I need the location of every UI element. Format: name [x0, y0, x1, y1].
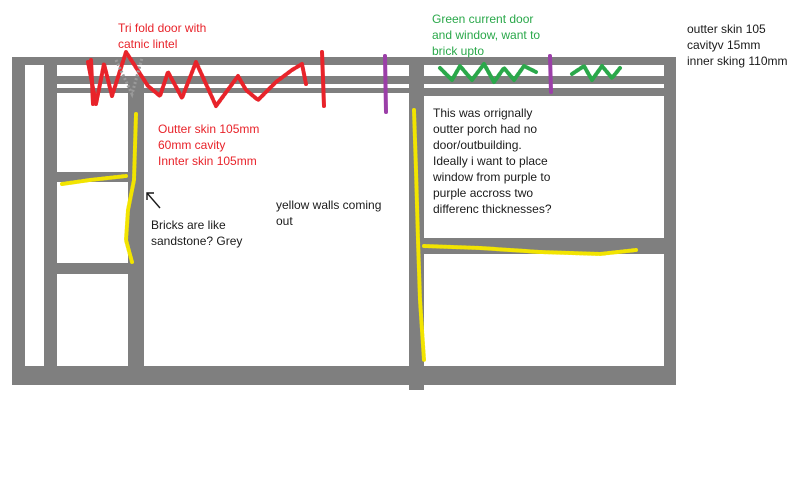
yellow-walls [60, 108, 638, 362]
purple-markers [383, 54, 553, 114]
red-zigzag [86, 50, 308, 108]
top-inner-wall [44, 76, 676, 84]
green-zigzag-left [438, 62, 538, 84]
yellow-wall-center [412, 108, 426, 362]
bricks-note: Bricks are like sandstone? Grey [151, 218, 243, 248]
trifold-door-note: Tri fold door with catnic lintel [118, 21, 207, 51]
yellow-walls-note: yellow walls coming out [276, 198, 382, 228]
purple-marker-left [383, 54, 388, 114]
red-door-scribble [86, 50, 326, 108]
arrow-shaft [146, 192, 161, 209]
right-outer-wall [664, 57, 676, 385]
left-shelf-1 [57, 172, 130, 182]
right-skin-spec: outter skin 105 cavityv 15mm inner sking… [687, 22, 788, 68]
red-post-1 [89, 58, 95, 106]
green-door-note: Green current door and window, want to b… [432, 12, 541, 58]
yellow-wall-right [422, 244, 638, 257]
top-wall [12, 57, 676, 65]
lintel-line [44, 88, 424, 93]
grey-scribble [114, 57, 144, 99]
yellow-wall-left-shelf [60, 174, 128, 186]
green-scribble [438, 62, 622, 84]
purple-marker-right [548, 54, 553, 94]
left-outer-wall [12, 57, 25, 385]
bottom-wall [12, 366, 676, 385]
green-zigzag-right [570, 64, 622, 82]
arrow-head [146, 192, 154, 200]
left-inner-wall [44, 57, 57, 367]
red-skin-spec: Outter skin 105mm 60mm cavity Innter ski… [158, 122, 260, 168]
yellow-wall-left-arc [123, 112, 138, 264]
middle-wall [128, 84, 144, 372]
porch-note: This was orrignally outter porch had no … [433, 106, 552, 216]
arrow-up-left-icon [146, 192, 161, 209]
red-post-2 [320, 50, 326, 108]
left-shelf-2 [57, 263, 130, 274]
